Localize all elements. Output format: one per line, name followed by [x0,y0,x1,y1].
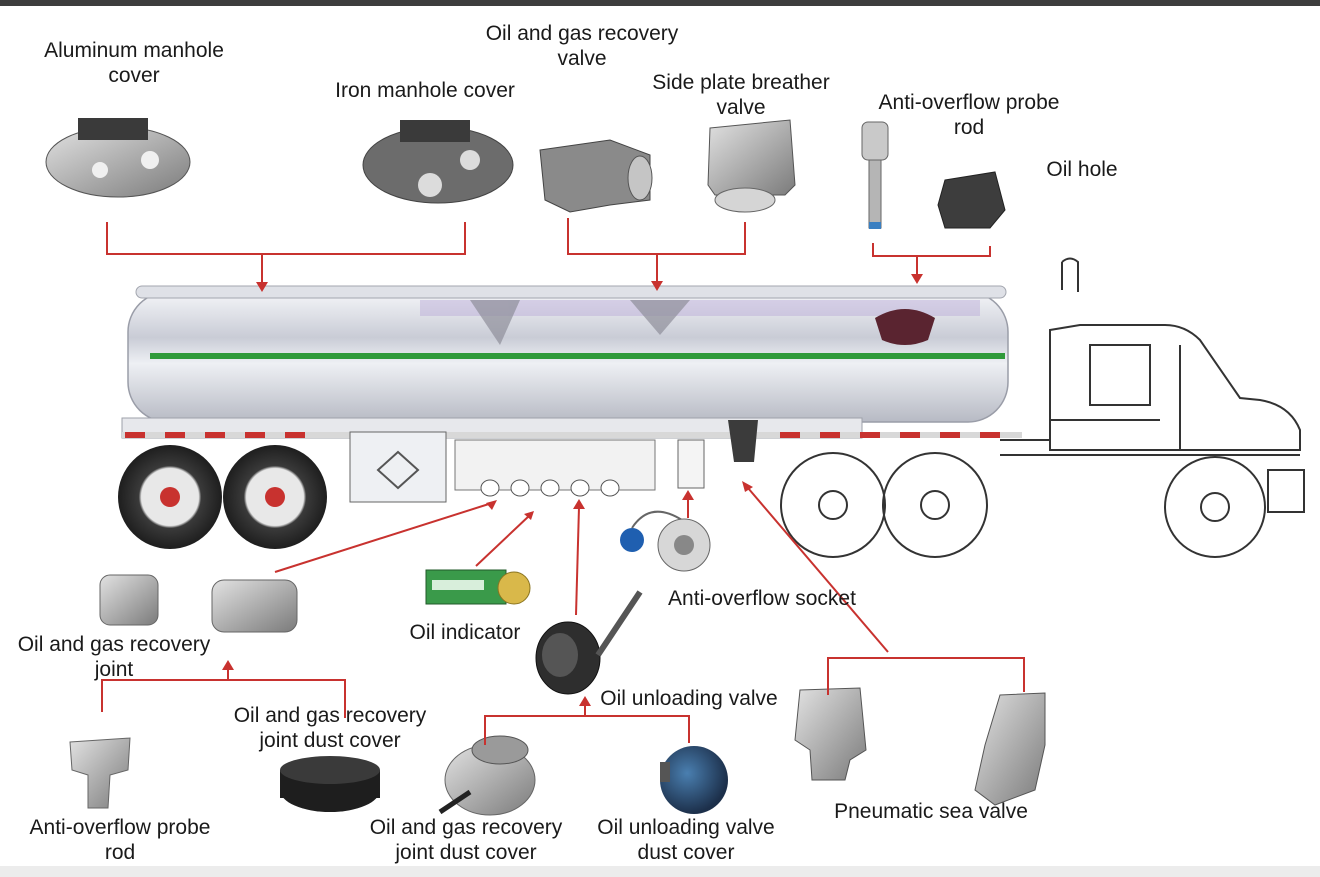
oil-gas-recovery-valve-image [539,139,653,213]
label-anti-overflow-probe-rod-bottom: Anti-overflow probe rod [29,816,211,864]
oil-gas-recovery-joint-image [99,574,298,633]
trailer-wheels [118,445,327,549]
side-plate-breather-valve-image [707,119,796,213]
label-pneumatic-sea-valve: Pneumatic sea valve [834,800,1028,823]
label-oil-unloading-valve-dust-cover: Oil unloading valve dust cover [597,816,775,864]
tank-hatch-dark [875,309,935,345]
anti-overflow-probe-rod-bottom-image [69,737,131,809]
oil-unloading-valve-dust-cover-image [660,746,728,814]
aluminum-manhole-cover-image [45,118,191,198]
anti-overflow-probe-rod-top-image [861,121,889,229]
connector-arrowheads [222,274,923,706]
label-anti-overflow-socket: Anti-overflow socket [668,587,856,610]
tank-purple-tint [420,300,980,316]
tank-trailer [121,285,1022,503]
label-oil-gas-recovery-joint-dust-cover-bottom: Oil and gas recovery joint dust cover [369,816,563,864]
oil-indicator-image [425,569,531,605]
anti-overflow-socket-image [620,510,711,572]
oil-gas-recovery-joint-dust-cover-bottom-image [438,735,536,816]
connector-lines [101,218,1025,745]
tank-dents [470,300,690,345]
pneumatic-sea-valve-image [794,687,1046,806]
bottom-border [0,866,1320,877]
oil-hole-image [937,171,1006,229]
iron-manhole-cover-image [362,120,514,204]
tank-red-rail-marks [125,432,1000,438]
tank-top-walkway [135,285,1007,299]
label-oil-indicator: Oil indicator [409,621,521,644]
label-oil-gas-recovery-joint: Oil and gas recovery joint [17,633,211,681]
cabinet-diamond [376,450,420,490]
label-side-plate-breather-valve: Side plate breather valve [652,71,830,119]
label-oil-gas-recovery-joint-dust-cover-mid: Oil and gas recovery joint dust cover [233,704,427,752]
label-anti-overflow-probe-rod-top: Anti-overflow probe rod [878,91,1060,139]
label-aluminum-manhole-cover: Aluminum manhole cover [44,39,224,87]
label-oil-hole: Oil hole [1046,158,1118,181]
oil-unloading-valve-image [535,590,643,695]
label-iron-manhole-cover: Iron manhole cover [335,79,515,102]
valve-ports [480,479,620,497]
label-oil-unloading-valve: Oil unloading valve [600,687,778,710]
oil-gas-recovery-joint-dust-cover-mid-image [280,756,380,812]
top-border [0,0,1320,6]
truck-cab [780,257,1305,558]
tank-red-rail [122,432,1022,438]
socket-box [677,439,705,489]
tank-stripe [150,353,1005,359]
side-cabinet [349,431,447,503]
sea-valve-on-truck [728,420,758,462]
label-oil-gas-recovery-valve: Oil and gas recovery valve [485,22,679,70]
